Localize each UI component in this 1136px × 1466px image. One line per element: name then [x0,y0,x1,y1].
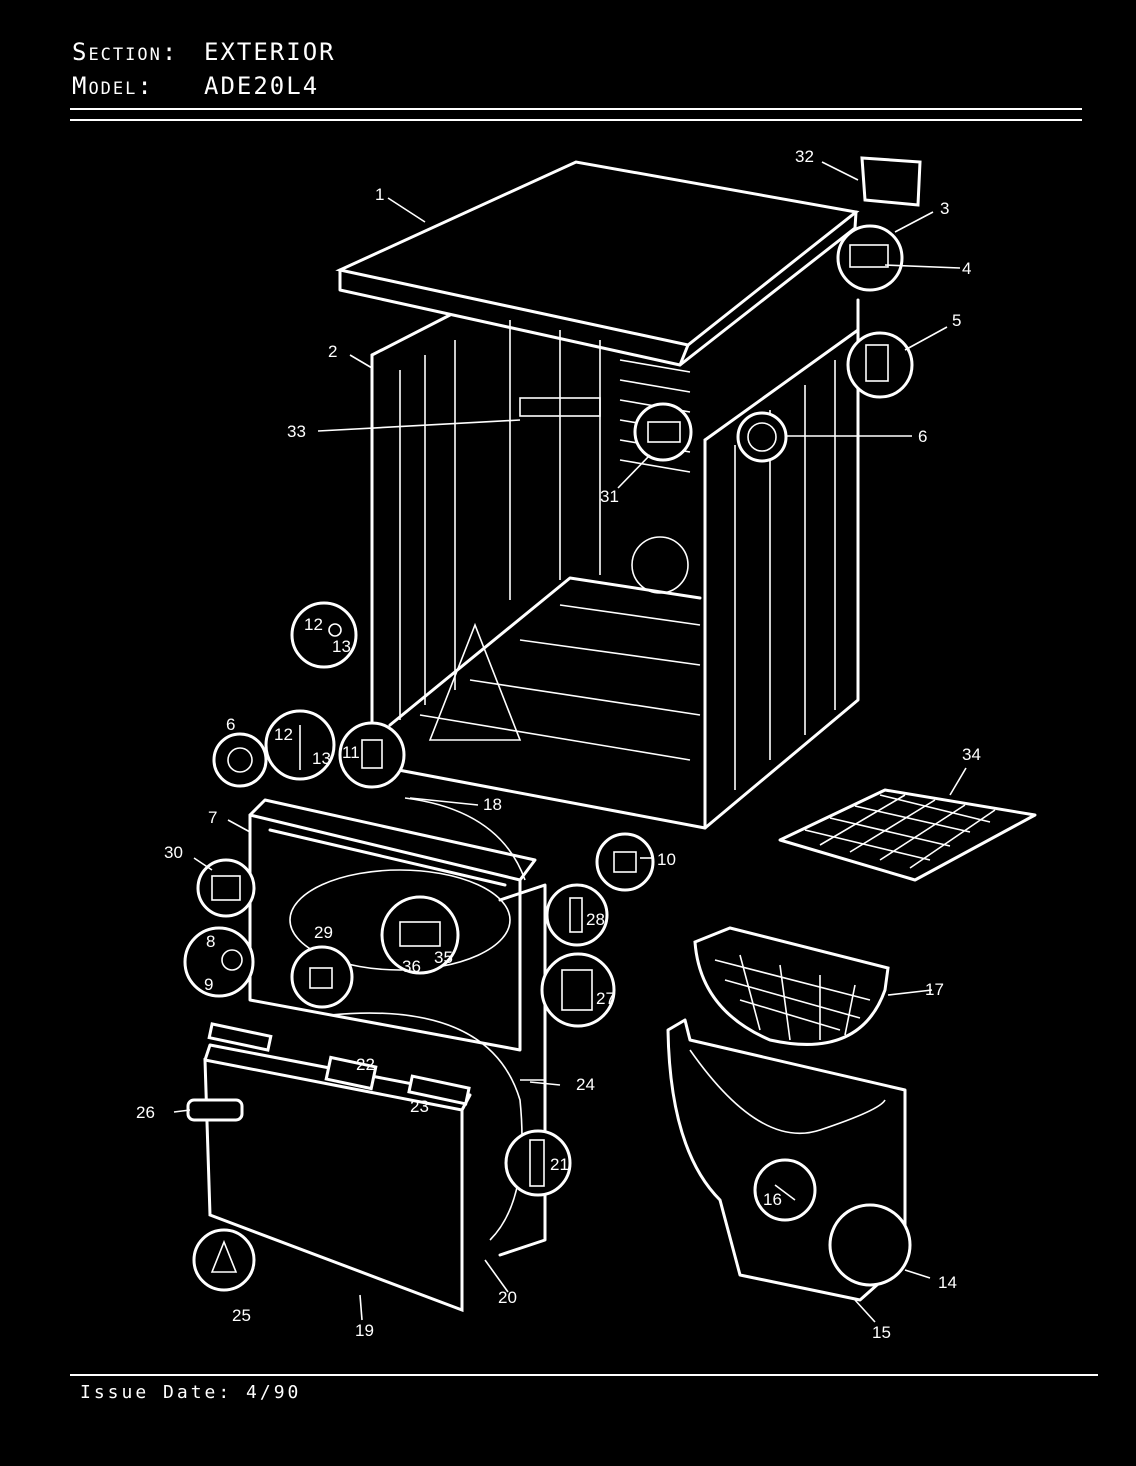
part-16-detail [753,1158,817,1222]
leader-lines [173,161,967,1323]
callout-28: 28 [586,910,605,929]
footer-rule [70,1374,1098,1376]
model-label: Model: [72,72,154,100]
part-30-detail [196,858,256,918]
callout-8: 8 [206,932,215,951]
part-5-detail [846,331,914,399]
part-32-bracket [860,156,922,207]
callout-33: 33 [287,422,306,441]
part-29-detail [290,945,354,1009]
part-26-handle [186,1098,244,1122]
callout-11: 11 [342,743,360,762]
callout-18: 18 [483,795,502,814]
callout-2: 2 [328,342,337,361]
header-rule-top [70,108,1082,110]
part-10-detail [595,832,655,892]
part-3-4-detail [836,224,904,292]
callout-labels: 1 2 3 4 5 6 6 7 8 9 10 11 12 12 13 13 14… [136,147,981,1342]
callout-21: 21 [550,1155,569,1174]
part-35-36-detail [380,895,460,975]
section-line: Section: EXTERIOR [72,38,336,66]
header-rule-bottom [70,119,1082,121]
callout-20: 20 [498,1288,517,1307]
callout-32: 32 [795,147,814,166]
callout-22: 22 [356,1055,375,1074]
part-31-detail [633,402,693,462]
callout-14: 14 [938,1273,957,1292]
callout-3: 3 [940,199,949,218]
callout-17: 17 [925,980,944,999]
section-label: Section: [72,38,179,66]
part-25-foot [192,1228,256,1292]
callout-6-lower: 6 [226,715,235,734]
callout-31: 31 [600,487,619,506]
callout-16: 16 [763,1190,782,1209]
part-6-knob [736,411,788,463]
part-8-9-detail [183,926,255,998]
part-21-detail [504,1129,572,1197]
callout-7: 7 [208,808,217,827]
callout-15: 15 [872,1323,891,1342]
part-12-13-detail-upper [290,601,358,669]
callout-12-lower: 12 [274,725,293,744]
callout-26: 26 [136,1103,155,1122]
model-line: Model: ADE20L4 [72,72,319,100]
callout-13-lower: 13 [312,749,331,768]
callout-12-upper: 12 [304,615,323,634]
callout-10: 10 [657,850,676,869]
part-28-detail [545,883,609,947]
callout-29: 29 [314,923,333,942]
callout-19: 19 [355,1321,374,1340]
callout-35: 35 [434,948,453,967]
part-18-seal [404,797,526,881]
callout-4: 4 [962,259,971,278]
part-19-door [203,1022,472,1313]
model-value: ADE20L4 [204,72,320,100]
part-24-frame [498,883,547,1257]
callout-27: 27 [596,989,615,1008]
callout-6: 6 [918,427,927,446]
callout-30: 30 [164,843,183,862]
section-value: EXTERIOR [204,38,336,66]
callout-36: 36 [402,957,421,976]
callout-5: 5 [952,311,961,330]
part-20-door-ring [329,1012,523,1241]
callout-24: 24 [576,1075,595,1094]
part-7-front-panel [248,798,537,1052]
part-34-rack [778,788,1037,882]
callout-23: 23 [410,1097,429,1116]
part-17-lint-filter [693,926,890,1046]
callout-9: 9 [204,975,213,994]
part-27-detail [540,952,616,1028]
callout-13-upper: 13 [332,637,351,656]
issue-date: Issue Date: 4/90 [80,1382,302,1403]
callout-1: 1 [375,185,384,204]
callout-25: 25 [232,1306,251,1325]
part-11-detail [338,721,406,789]
cabinet-body [370,298,860,830]
callout-34: 34 [962,745,981,764]
part-6-knob-lower [212,732,268,788]
part-duct-assembly [666,1018,912,1302]
cabinet-top [335,160,860,367]
part-12-13-detail-lower [264,709,336,781]
